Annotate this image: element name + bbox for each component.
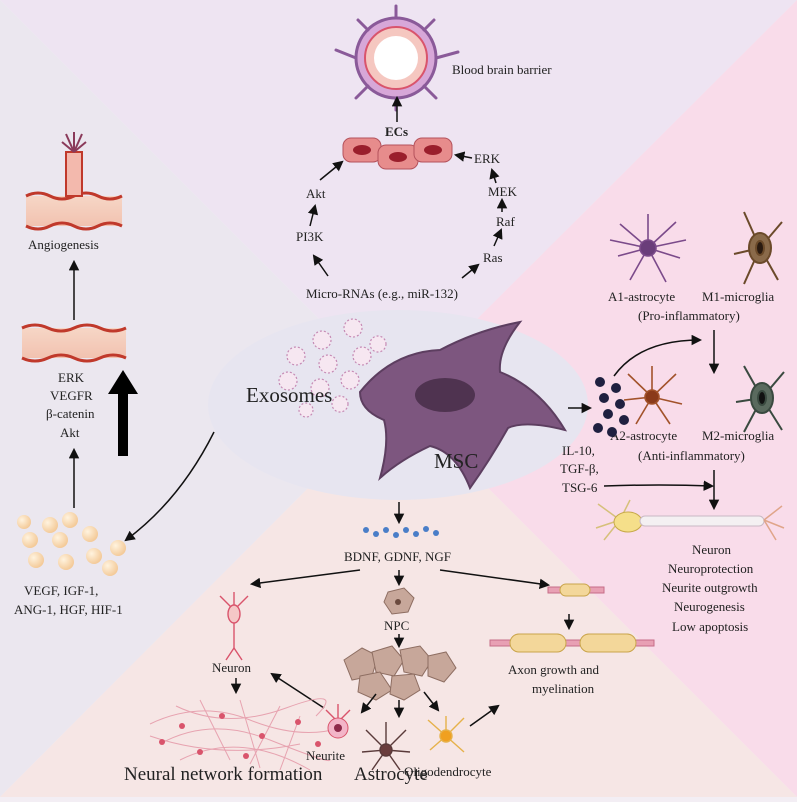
m1-microglia-label: M1-microglia — [702, 289, 774, 304]
erk-label: ERK — [474, 151, 501, 166]
network-nodes — [159, 713, 321, 759]
signal-beta-catenin: β-catenin — [46, 406, 95, 421]
pathway-arrows — [307, 151, 508, 279]
raf-label: Raf — [496, 214, 515, 229]
factors-line-1: VEGF, IGF-1, — [24, 583, 98, 598]
signal-erk: ERK — [58, 370, 85, 385]
cytokine-tsg6: TSG-6 — [562, 480, 598, 495]
a1-astrocyte-label: A1-astrocyte — [608, 289, 675, 304]
arrow-to-neuron — [603, 480, 715, 491]
neuron-bottom-icon — [219, 592, 249, 661]
axon-label-line-1: Axon growth and — [508, 662, 599, 677]
msc-cell-icon — [358, 320, 568, 491]
neuron-bottom-label: Neuron — [212, 660, 251, 675]
effect-neurogenesis: Neurogenesis — [674, 599, 745, 614]
pro-inflammatory-label: (Pro-inflammatory) — [638, 308, 740, 323]
neuron-right-icon — [595, 499, 785, 541]
axon-myelinated-icon — [489, 633, 655, 653]
signal-akt: Akt — [60, 425, 80, 440]
cytokine-vesicles — [593, 377, 629, 437]
effect-low-apoptosis: Low apoptosis — [672, 619, 748, 634]
astrocyte-label: Astrocyte — [354, 764, 428, 785]
m2-microglia-icon — [735, 365, 785, 433]
micro-rnas-label: Micro-RNAs (e.g., miR-132) — [306, 286, 458, 301]
axon-segment-top-icon — [547, 583, 605, 597]
effect-neurite-outgrowth: Neurite outgrowth — [662, 580, 758, 595]
m1-microglia-icon — [733, 211, 783, 285]
a2-astrocyte-icon — [623, 366, 683, 425]
cytokine-il10: IL-10, — [562, 443, 595, 458]
exosomes-label: Exosomes — [246, 383, 332, 407]
mek-label: MEK — [488, 184, 518, 199]
anti-inflammatory-label: (Anti-inflammatory) — [638, 448, 745, 463]
pi3k-label: PI3K — [296, 229, 324, 244]
neural-network-icon — [149, 698, 341, 771]
endothelial-cells-icon — [342, 137, 453, 170]
neuron-right-label: Neuron — [692, 542, 731, 557]
npc-cell-icon — [383, 587, 415, 615]
exosome-vesicles — [278, 318, 387, 418]
astrocyte-icon — [361, 722, 411, 771]
growth-factor-beads — [17, 512, 126, 576]
oligodendrocyte-icon — [427, 716, 465, 753]
akt-label: Akt — [306, 186, 326, 201]
effect-neuroprotection: Neuroprotection — [668, 561, 754, 576]
cytokine-labels: IL-10, TGF-β, TSG-6 — [560, 443, 599, 495]
angiogenesis-vessel-icon — [25, 132, 123, 231]
a1-astrocyte-icon — [609, 214, 687, 283]
neural-network-label: Neural network formation — [124, 764, 323, 785]
arrow-msc-to-factors — [124, 431, 215, 542]
blood-brain-barrier-icon — [334, 4, 460, 112]
bbb-label: Blood brain barrier — [452, 62, 552, 77]
angiogenesis-label: Angiogenesis — [28, 237, 99, 252]
ecs-label: ECs — [385, 124, 408, 139]
arrow-to-anti-inflammatory — [613, 334, 703, 377]
npc-cluster-icon — [343, 645, 457, 701]
npc-label: NPC — [384, 618, 409, 633]
bottom-factors-label: BDNF, GDNF, NGF — [344, 549, 451, 564]
oligodendrocyte-label: Oligodendrocyte — [404, 764, 492, 779]
signal-vegfr: VEGFR — [50, 388, 93, 403]
a2-astrocyte-label: A2-astrocyte — [610, 428, 677, 443]
neuron-effects-list: Neuroprotection Neurite outgrowth Neurog… — [662, 561, 758, 634]
cytokine-tgfb: TGF-β, — [560, 461, 599, 476]
ras-label: Ras — [483, 250, 503, 265]
vessel-segment-icon — [21, 323, 127, 363]
cluster-output-arrows — [270, 672, 500, 727]
m2-microglia-label: M2-microglia — [702, 428, 774, 443]
factors-line-2: ANG-1, HGF, HIF-1 — [14, 602, 123, 617]
bottom-factor-vesicles — [363, 526, 439, 538]
msc-label: MSC — [434, 449, 478, 473]
neurite-icon — [325, 704, 351, 739]
left-signal-list: ERK VEGFR β-catenin Akt — [46, 370, 95, 440]
axon-label-line-2: myelination — [532, 681, 595, 696]
bottom-branch-arrows — [249, 569, 551, 590]
thick-up-arrow — [108, 370, 138, 456]
neurite-label: Neurite — [306, 748, 345, 763]
